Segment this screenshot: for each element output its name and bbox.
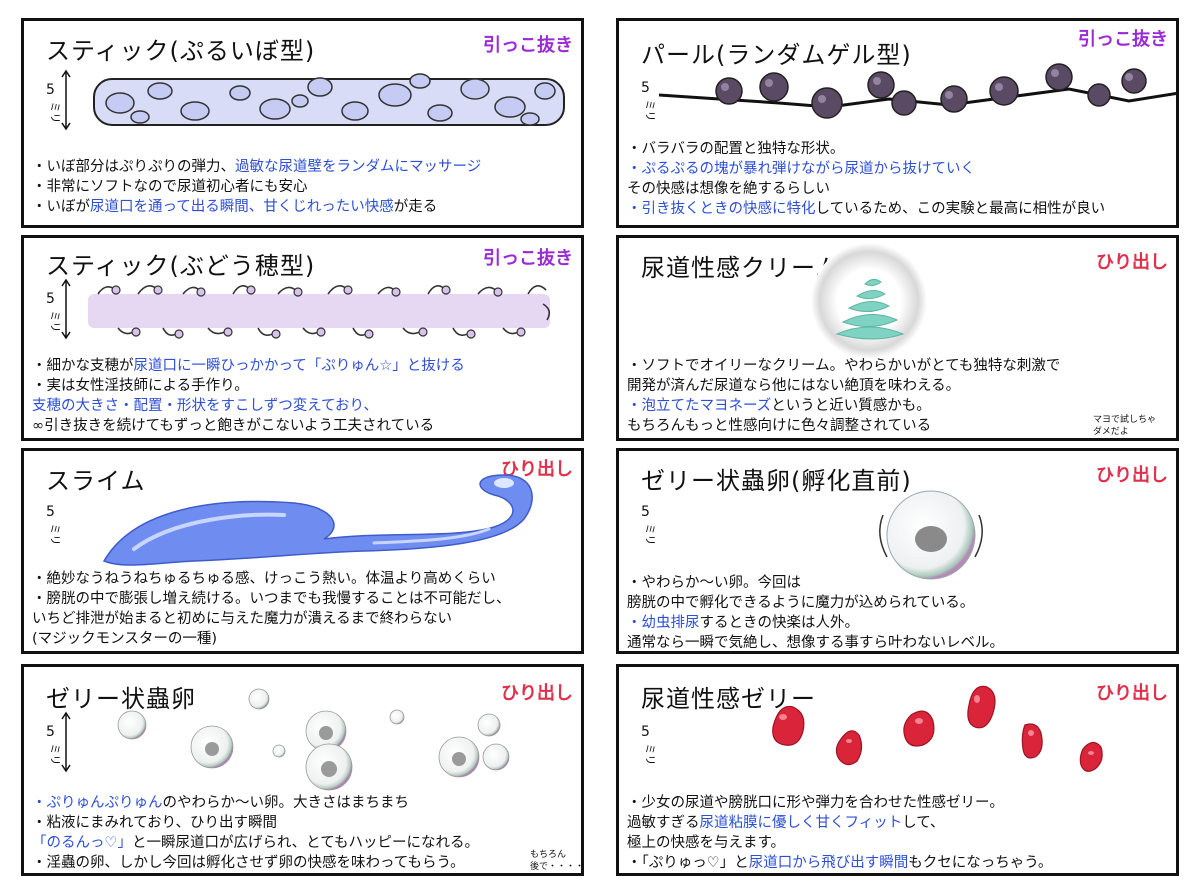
side-note: もちろん 後で・・・・	[530, 850, 584, 872]
panel-slime: スライム ひり出し 5 ミリ ・絶妙なうねうねちゅるちゅる感、けっこう熱い。体温…	[21, 448, 584, 654]
description: ・やわらか〜い卵。今回は 膀胱の中で孵化できるように魔力が込められている。 ・幼…	[627, 575, 1004, 651]
description: ・少女の尿道や膀胱口に形や弾力を合わせた性感ゼリー。 過敏すぎる尿道粘膜に優しく…	[627, 795, 1053, 871]
cream-illustration	[811, 243, 927, 359]
eggs-illustration	[117, 688, 510, 791]
panel-jelly-egg: ゼリー状蟲卵 ひり出し 5 ミリ	[21, 664, 584, 876]
scale-marker: 5 ミリ	[46, 491, 86, 571]
scale-unit: ミリ	[48, 101, 62, 124]
scale-number: 5	[46, 724, 55, 740]
bumpy-stick-illustration	[93, 73, 565, 126]
panel-pearl: パール(ランダムゲル型) 引っこ抜き 5 ミリ ・バラバラの配置と独特な形状。 …	[616, 18, 1179, 228]
side-note: マヨで試しちゃ ダメだよ	[1093, 415, 1157, 437]
panel-title: ゼリー状蟲卵(孵化直前)	[641, 467, 912, 495]
scale-number: 5	[46, 291, 55, 307]
scale-marker: 5 ミリ	[46, 278, 86, 358]
scale-marker: 5 ミリ	[46, 711, 86, 791]
category-tag: 引っこ抜き	[1078, 29, 1168, 50]
panel-cream: 尿道性感クリーム ひり出し ・ソフトでオイリーなクリーム。やわらかいがとても独特…	[616, 235, 1179, 441]
panel-title: スティック(ぷるいぼ型)	[46, 37, 316, 65]
category-tag: ひり出し	[1096, 465, 1168, 486]
scale-number: 5	[641, 504, 650, 520]
category-tag: 引っこ抜き	[483, 248, 573, 269]
scale-number: 5	[641, 80, 650, 96]
double-arrow-icon	[61, 711, 71, 773]
grape-stick-illustration	[88, 285, 551, 339]
scale-unit: ミリ	[48, 310, 62, 333]
slime-illustration	[102, 474, 533, 566]
category-tag: ひり出し	[501, 683, 573, 704]
panel-title: パール(ランダムゲル型)	[641, 41, 912, 69]
category-tag: 引っこ抜き	[483, 35, 573, 56]
panel-jelly-egg-hatch: ゼリー状蟲卵(孵化直前) ひり出し 5 ミリ ・やわらか〜い卵。今回は 膀胱の中…	[616, 448, 1179, 654]
description: ・細かな支穂が尿道口に一瞬ひっかかって「ぷりゅん☆」と抜ける ・実は女性淫技師に…	[32, 358, 465, 434]
description: ・絶妙なうねうねちゅるちゅる感、けっこう熱い。体温より高めくらい ・膀胱の中で膨…	[32, 571, 511, 647]
panel-title: スティック(ぶどう穂型)	[46, 252, 316, 280]
scale-marker: 5 ミリ	[46, 69, 86, 149]
panel-stick-bumpy: スティック(ぷるいぼ型) 引っこ抜き 5 ミリ ・いぼ部分はぷりぷりの弾力、過敏…	[21, 18, 584, 228]
panel-stick-grape: スティック(ぶどう穂型) 引っこ抜き 5 ミリ	[21, 235, 584, 441]
panel-jelly: 尿道性感ゼリー ひり出し 5 ミリ ・少女の尿道や膀胱口に形や弾力を合わせた性感…	[616, 664, 1179, 876]
scale-marker: 5 ミリ	[641, 711, 681, 791]
jelly-pieces-illustration	[772, 685, 1103, 772]
description: ・ソフトでオイリーなクリーム。やわらかいがとても独特な刺激で 開発が済んだ尿道な…	[627, 358, 1061, 434]
scale-unit: ミリ	[48, 523, 62, 546]
scale-unit: ミリ	[643, 99, 657, 122]
double-arrow-icon	[61, 69, 71, 131]
panel-title: 尿道性感クリーム	[641, 254, 841, 282]
scale-number: 5	[641, 724, 650, 740]
scale-number: 5	[46, 82, 55, 98]
scale-marker: 5 ミリ	[641, 67, 681, 147]
double-arrow-icon	[61, 278, 71, 340]
description: ・バラバラの配置と独特な形状。 ・ぷるぷるの塊が暴れ弾けながら尿道から抜けていく…	[627, 141, 1106, 217]
panel-title: スライム	[46, 467, 146, 495]
category-tag: ひり出し	[1096, 683, 1168, 704]
description: ・いぼ部分はぷりぷりの弾力、過敏な尿道壁をランダムにマッサージ ・非常にソフトな…	[32, 159, 482, 215]
hatching-egg-illustration	[879, 490, 983, 580]
scale-unit: ミリ	[643, 523, 657, 546]
scale-number: 5	[46, 504, 55, 520]
description: ・ぷりゅんぷりゅんのやわらか〜い卵。大きさはまちまち ・粘液にまみれており、ひり…	[32, 795, 479, 871]
scale-marker: 5 ミリ	[641, 491, 681, 571]
scale-unit: ミリ	[48, 743, 62, 766]
category-tag: ひり出し	[1096, 252, 1168, 273]
pearl-chain-illustration	[659, 63, 1176, 119]
panel-title: ゼリー状蟲卵	[46, 685, 196, 713]
category-tag: ひり出し	[501, 459, 573, 480]
scale-unit: ミリ	[643, 743, 657, 766]
